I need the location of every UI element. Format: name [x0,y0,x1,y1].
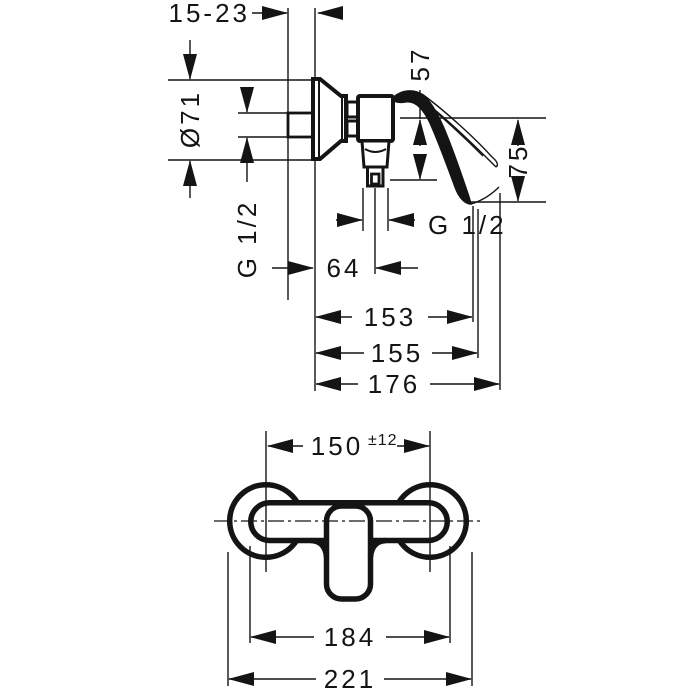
dimension-depth-176: 176 [368,369,420,399]
dimension-outlet-offset: 64 [327,253,362,283]
mixer-front-profile [214,481,482,602]
valve-body [356,94,395,143]
escutcheon-cone [311,77,348,161]
front-view: 150 ±12 184 221 [214,431,482,694]
side-view-reference-lines [168,8,546,391]
outlet-housing [360,139,391,169]
outlet-thread-end [370,172,381,186]
dimension-outlet-thread: G 1/2 [428,210,507,240]
front-view-reference-lines [227,431,473,686]
dimension-total-height: 75 [503,144,533,179]
front-view-dimension-lines [228,439,472,686]
dimension-escutcheon-diameter: Ø71 [175,90,205,148]
wall-union [286,111,315,139]
dimension-inlet-thread: G 1/2 [232,200,262,279]
side-view-dimension-lines [183,5,525,391]
handle-blade-tip [491,156,499,168]
dimension-depth-155: 155 [371,338,423,368]
handle-fillet-right [367,537,387,558]
lever-handle-side [391,90,472,205]
lever-handle-front [323,503,374,602]
side-view: 15-23 Ø71 G 1/2 57 75 G 1/2 64 153 155 1… [168,0,546,399]
dimension-body-width: 184 [324,622,376,652]
handle-blade-edge-top [421,93,493,158]
handle-blade-edge-bottom [428,104,497,168]
mixer-side-profile [286,77,500,205]
dimension-handle-height: 57 [405,47,435,82]
dimension-connection-centers: 150 [311,431,363,461]
dimension-connection-tolerance: ±12 [368,432,398,449]
dimension-depth-153: 153 [364,302,416,332]
dimension-projection-depth: 15-23 [169,0,251,28]
handle-swing-arc [470,186,500,205]
dimension-overall-width: 221 [324,664,376,694]
handle-fillet-left [310,537,330,558]
